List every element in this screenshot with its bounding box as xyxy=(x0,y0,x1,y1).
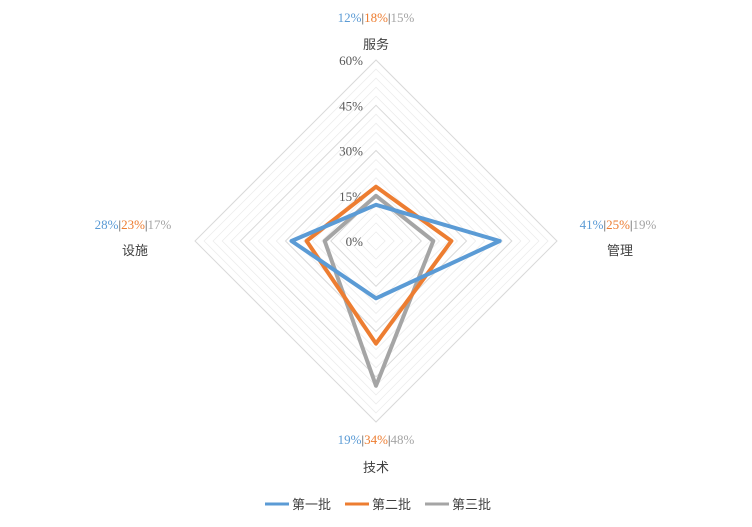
axis-label: 技术 xyxy=(363,461,389,476)
grid-ring-major xyxy=(194,59,558,423)
legend-label: 第二批 xyxy=(372,498,411,513)
grid-ring-major xyxy=(284,149,468,333)
label-separator: | xyxy=(118,217,121,232)
legend-item-3: 第三批 xyxy=(425,498,491,513)
radar-grid xyxy=(194,59,558,423)
tick-label: 45% xyxy=(339,98,363,113)
grid-ring-minor xyxy=(348,213,404,269)
axis-labels: 12%|18%|15%服务41%|25%|19%管理19%|34%|48%技术2… xyxy=(95,10,657,476)
value-label: 18% xyxy=(364,10,388,25)
label-separator: | xyxy=(388,432,391,447)
legend-item-2: 第二批 xyxy=(345,498,411,513)
label-separator: | xyxy=(361,432,364,447)
label-separator: | xyxy=(145,217,148,232)
value-label: 12% xyxy=(338,10,362,25)
grid-ring-minor xyxy=(221,86,531,396)
grid-ring-minor xyxy=(266,131,486,351)
tick-label: 30% xyxy=(339,144,363,159)
value-labels-3: 19%|34%|48% xyxy=(338,432,415,447)
grid-ring-major xyxy=(330,195,423,288)
value-label: 25% xyxy=(606,217,630,232)
value-label: 48% xyxy=(391,432,415,447)
axis-label: 服务 xyxy=(363,37,389,53)
legend-label: 第三批 xyxy=(452,498,491,513)
axis-label: 管理 xyxy=(607,244,633,259)
grid-ring-minor xyxy=(212,77,540,405)
legend: 第一批 第二批 第三批 xyxy=(265,498,491,513)
series-polygons xyxy=(289,184,502,388)
value-label: 41% xyxy=(580,217,604,232)
grid-ring-minor xyxy=(294,159,458,323)
grid-ring-major xyxy=(239,104,513,378)
grid-ring-minor xyxy=(366,231,386,251)
series-polygon-3 xyxy=(322,193,436,388)
grid-ring-minor xyxy=(203,68,549,414)
value-label: 28% xyxy=(95,217,119,232)
value-labels-4: 28%|23%|17% xyxy=(95,217,172,232)
value-labels-2: 41%|25%|19% xyxy=(580,217,657,232)
grid-ring-minor xyxy=(257,122,495,360)
value-label: 19% xyxy=(338,432,362,447)
grid-ring-minor xyxy=(339,204,413,278)
label-separator: | xyxy=(603,217,606,232)
value-labels-1: 12%|18%|15% xyxy=(338,10,415,25)
label-separator: | xyxy=(388,10,391,25)
radial-tick-labels: 0%15%30%45%60% xyxy=(339,53,363,249)
tick-label: 0% xyxy=(346,234,364,249)
label-separator: | xyxy=(630,217,633,232)
tick-label: 60% xyxy=(339,53,363,68)
legend-item-1: 第一批 xyxy=(265,498,331,513)
label-separator: | xyxy=(361,10,364,25)
value-label: 19% xyxy=(633,217,657,232)
value-label: 23% xyxy=(121,217,145,232)
axis-label: 设施 xyxy=(122,244,148,259)
legend-label: 第一批 xyxy=(292,498,331,513)
series-polygon-1 xyxy=(289,202,502,301)
value-label: 15% xyxy=(391,10,415,25)
value-label: 34% xyxy=(364,432,388,447)
grid-ring-minor xyxy=(248,113,504,369)
value-label: 17% xyxy=(148,217,172,232)
grid-ring-minor xyxy=(357,222,395,260)
